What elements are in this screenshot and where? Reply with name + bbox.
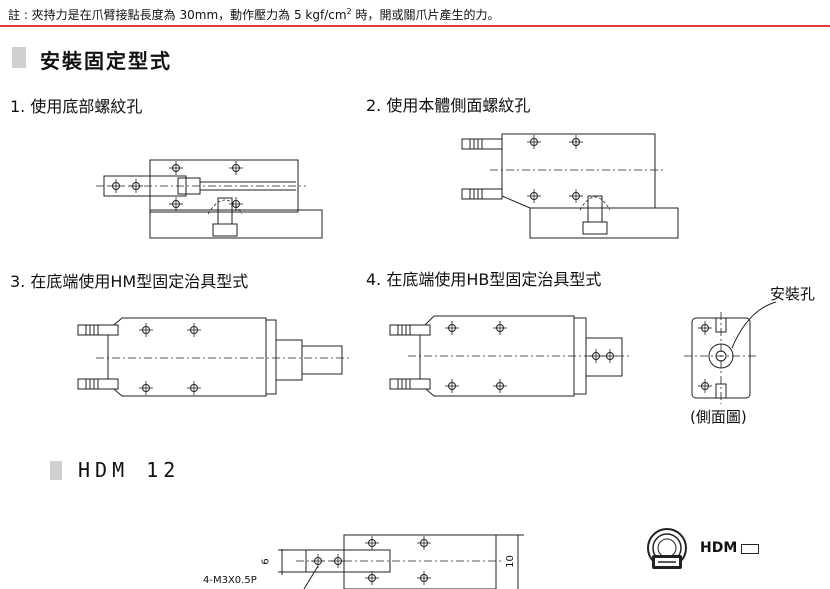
method-1-label: 1. 使用底部螺紋孔 xyxy=(10,97,143,116)
drawing-side-view xyxy=(684,301,777,404)
dimension-6: 6 xyxy=(260,558,272,565)
model-title: HDM 12 xyxy=(78,458,181,482)
model-section-marker xyxy=(50,461,62,480)
dimension-10: 10 xyxy=(504,555,516,568)
drawing-bottom-thread-mount xyxy=(96,159,323,239)
drawing-side-thread-mount xyxy=(461,133,679,239)
section-title: 安裝固定型式 xyxy=(40,49,172,73)
mounting-hole-callout: 安裝孔 xyxy=(770,285,816,303)
odec-logo-icon xyxy=(647,528,687,569)
method-2-label: 2. 使用本體側面螺紋孔 xyxy=(366,96,531,115)
thread-spec: 4-M3X0.5P xyxy=(203,575,257,586)
method-3-label: 3. 在底端使用HM型固定治具型式 xyxy=(10,272,249,291)
clamping-force-note: 註 : 夾持力是在爪臂接點長度為 30mm，動作壓力為 5 kgf/cm2 時，… xyxy=(8,6,499,23)
side-view-caption: (側面圖) xyxy=(690,408,747,426)
note-suffix: 時，開或關爪片產生的力。 xyxy=(351,8,500,22)
method-4-label: 4. 在底端使用HB型固定治具型式 xyxy=(366,270,602,289)
drawing-hm-fixture-mount xyxy=(77,317,350,397)
drawing-hdm12-dimensions xyxy=(278,534,524,589)
drawing-hb-fixture-mount xyxy=(389,315,630,397)
logo-model-box xyxy=(741,544,759,554)
logo-model-label: HDM xyxy=(700,540,738,556)
section-marker xyxy=(12,47,26,68)
note-bar xyxy=(0,0,830,27)
note-superscript: 2 xyxy=(346,7,352,16)
note-prefix: 註 : 夾持力是在爪臂接點長度為 30mm，動作壓力為 5 kgf/cm xyxy=(8,8,347,22)
